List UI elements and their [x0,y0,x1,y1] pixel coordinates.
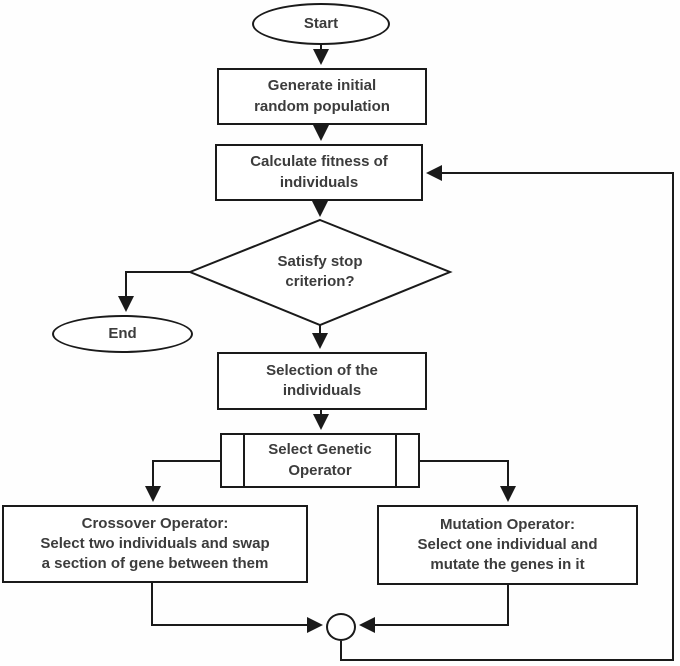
node-start-label: Start [303,14,339,32]
node-crossover-operator: Crossover Operator: Select two individua… [2,505,308,583]
node-selection-individuals-label: Selection of the individuals [266,361,378,399]
predefined-process-bar-left [243,435,245,486]
edge-mutation-merge [359,585,509,633]
node-merge-connector [326,613,356,641]
node-select-genetic-operator: Select Genetic Operator [220,433,420,488]
node-generate-population: Generate initial random population [217,68,427,125]
edge-crossover-merge [151,583,323,633]
node-stop-criterion-decision: Satisfy stop criterion? [230,240,410,304]
decision-diamond [187,218,453,327]
edge-operator-crossover [145,460,221,502]
node-stop-criterion-label: Satisfy stop criterion? [277,252,363,290]
node-mutation-operator: Mutation Operator: Select one individual… [377,505,638,585]
node-generate-population-label: Generate initial random population [254,77,390,115]
predefined-process-bar-right [395,435,397,486]
node-end: End [52,315,193,353]
node-crossover-operator-label: Crossover Operator: Select two individua… [40,514,270,573]
node-start: Start [252,3,390,45]
node-mutation-operator-label: Mutation Operator: Select one individual… [417,515,598,574]
node-select-genetic-operator-label: Select Genetic Operator [268,441,372,479]
edge-merge-calculate-feedback [340,165,674,661]
node-selection-individuals: Selection of the individuals [217,352,427,410]
node-calculate-fitness: Calculate fitness of individuals [215,144,423,201]
edge-decision-end [118,271,190,312]
node-calculate-fitness-label: Calculate fitness of individuals [250,153,388,191]
edge-operator-mutation [419,460,516,502]
node-end-label: End [108,324,137,342]
